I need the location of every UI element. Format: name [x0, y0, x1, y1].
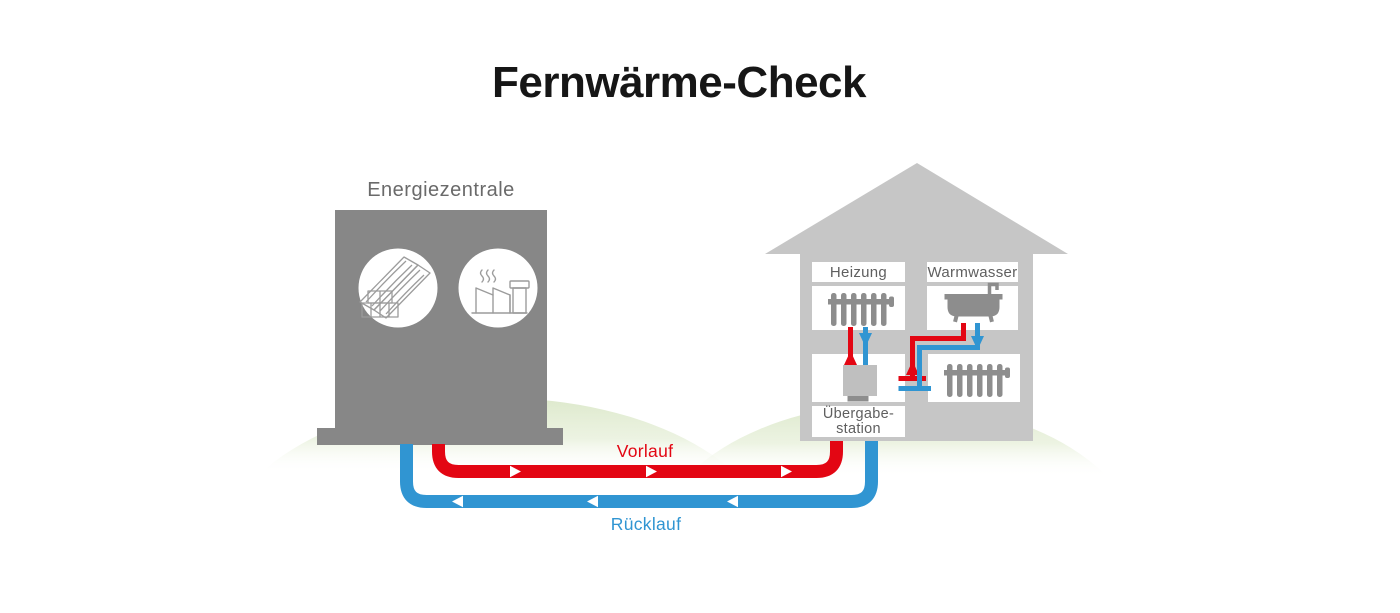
return-pipe-label: Rücklauf: [610, 514, 682, 534]
return-pipe: [400, 441, 878, 508]
transfer-station-label-line1: Übergabe-: [822, 405, 895, 422]
supply-flow-arrows: [510, 465, 792, 478]
transfer-station-label: Übergabe- station: [812, 406, 905, 437]
factory-chimney-icon: [471, 269, 530, 314]
energy-plant-label: Energiezentrale: [367, 179, 515, 201]
secondary-radiator-room: [928, 354, 1020, 402]
page-title: Fernwärme-Check: [492, 58, 866, 107]
supply-pipe-label: Vorlauf: [616, 441, 674, 461]
secondary-radiator-icon: [944, 364, 1010, 397]
radiator-icon: [828, 293, 894, 326]
bathtub-faucet: [987, 282, 999, 296]
house-roof: [765, 163, 1068, 254]
district-heating-loop: [400, 441, 878, 508]
return-flow-arrows: [452, 495, 738, 508]
house-piping: [844, 323, 984, 391]
right-hill: [650, 403, 1144, 613]
hot-water-room-label-text: Warmwasser: [927, 263, 1018, 281]
heating-supply-arrow-up: [844, 351, 857, 365]
house: [765, 163, 1068, 441]
bathtub-icon: [944, 282, 1003, 323]
heating-room: [812, 286, 905, 330]
supply-pipe: [432, 441, 843, 478]
wood-planks-icon: [359, 256, 431, 319]
transfer-station-label-line2: station: [836, 420, 881, 437]
hot-water-room-label: Warmwasser: [927, 262, 1018, 282]
hot-water-supply-arrow-up: [906, 361, 919, 375]
wood-icon-circle: [358, 248, 438, 328]
factory-icon-circle: [458, 248, 538, 328]
hot-water-supply-line: [910, 323, 966, 381]
hot-water-return-arrow-down: [971, 336, 984, 350]
plant-base: [317, 428, 563, 445]
heating-room-label-text: Heizung: [829, 263, 888, 281]
hot-water-return-line: [917, 323, 980, 391]
energy-plant-building: [317, 210, 563, 445]
transfer-station-icon: [843, 365, 877, 402]
heating-room-label: Heizung: [812, 262, 905, 282]
appliances: [828, 282, 1010, 402]
heating-return-arrow-down: [859, 333, 872, 347]
